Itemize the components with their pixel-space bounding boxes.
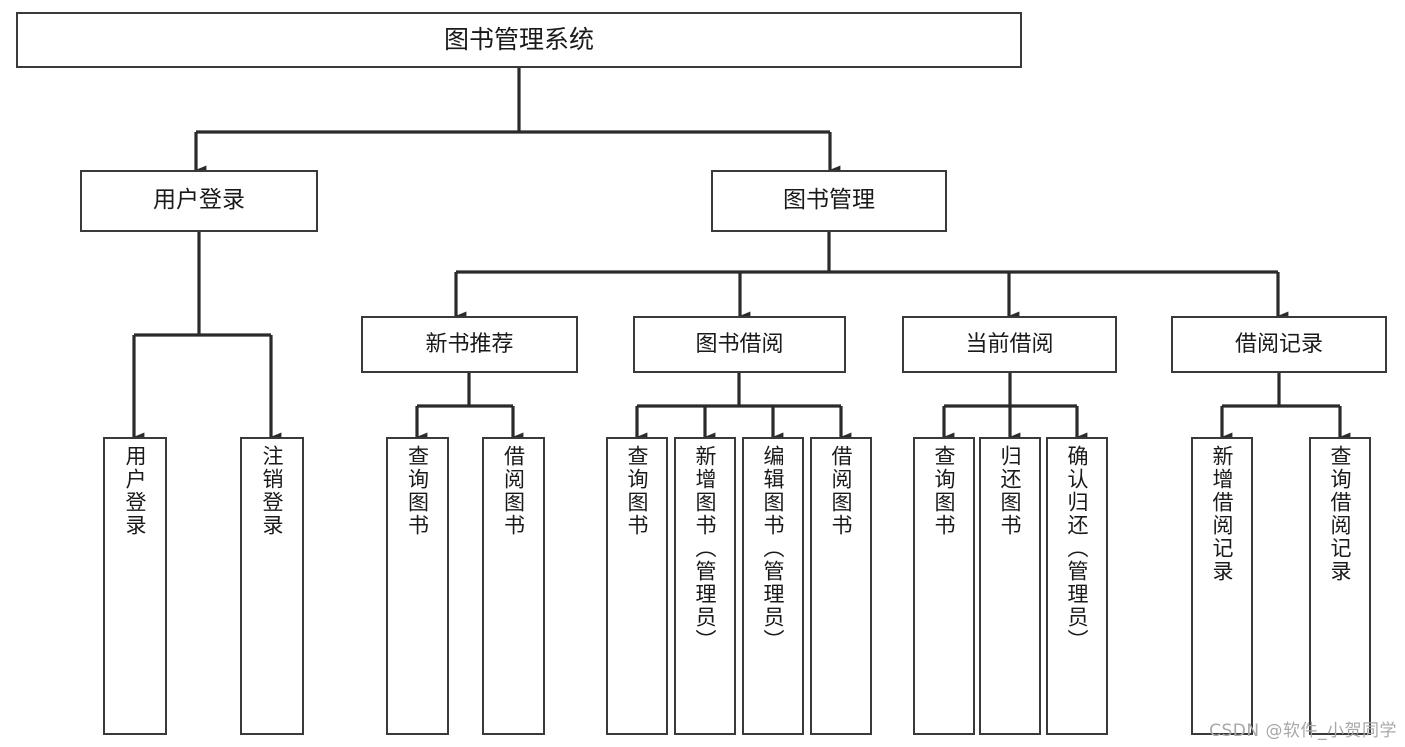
node-borrow-record[interactable]: 借阅记录 bbox=[1171, 316, 1387, 373]
node-leaf-query-book-2[interactable]: 查询图书 bbox=[606, 437, 668, 735]
node-leaf-confirm-return[interactable]: 确认归还（管理员） bbox=[1046, 437, 1108, 735]
node-user-login[interactable]: 用户登录 bbox=[80, 170, 318, 232]
node-leaf-borrow-book-2[interactable]: 借阅图书 bbox=[810, 437, 872, 735]
node-leaf-add-book-label: 新增图书（管理员） bbox=[693, 445, 718, 652]
node-leaf-add-record[interactable]: 新增借阅记录 bbox=[1191, 437, 1253, 735]
node-leaf-query-book-3-label: 查询图书 bbox=[932, 445, 957, 537]
node-leaf-query-book-2-label: 查询图书 bbox=[625, 445, 650, 537]
node-leaf-add-book[interactable]: 新增图书（管理员） bbox=[674, 437, 736, 735]
node-leaf-query-book-1-label: 查询图书 bbox=[405, 445, 430, 537]
node-leaf-query-book-3[interactable]: 查询图书 bbox=[913, 437, 975, 735]
node-leaf-confirm-return-label: 确认归还（管理员） bbox=[1065, 445, 1090, 652]
node-leaf-borrow-book-1[interactable]: 借阅图书 bbox=[482, 437, 545, 735]
node-book-borrow-label: 图书借阅 bbox=[695, 331, 784, 357]
node-root-label: 图书管理系统 bbox=[443, 25, 594, 55]
node-user-login-label: 用户登录 bbox=[153, 187, 245, 214]
node-leaf-query-book-1[interactable]: 查询图书 bbox=[386, 437, 449, 735]
node-leaf-query-record-label: 查询借阅记录 bbox=[1328, 445, 1353, 583]
node-root[interactable]: 图书管理系统 bbox=[16, 12, 1022, 68]
node-leaf-edit-book-label: 编辑图书（管理员） bbox=[761, 445, 786, 652]
node-leaf-edit-book[interactable]: 编辑图书（管理员） bbox=[742, 437, 804, 735]
node-new-book-recommendation[interactable]: 新书推荐 bbox=[361, 316, 578, 373]
node-leaf-borrow-book-2-label: 借阅图书 bbox=[829, 445, 854, 537]
node-leaf-user-login-label: 用户登录 bbox=[123, 445, 148, 537]
node-book-manage-label: 图书管理 bbox=[783, 187, 875, 214]
node-book-manage[interactable]: 图书管理 bbox=[711, 170, 947, 232]
node-leaf-return-book[interactable]: 归还图书 bbox=[979, 437, 1041, 735]
node-borrow-record-label: 借阅记录 bbox=[1234, 331, 1323, 357]
node-leaf-logout-label: 注销登录 bbox=[260, 445, 285, 537]
node-current-borrow[interactable]: 当前借阅 bbox=[902, 316, 1117, 373]
node-leaf-query-record[interactable]: 查询借阅记录 bbox=[1309, 437, 1371, 735]
watermark: CSDN @软件_小贺同学 bbox=[1209, 721, 1397, 741]
node-current-borrow-label: 当前借阅 bbox=[965, 331, 1054, 357]
node-book-borrow[interactable]: 图书借阅 bbox=[633, 316, 846, 373]
node-new-book-recommendation-label: 新书推荐 bbox=[425, 331, 514, 357]
node-leaf-add-record-label: 新增借阅记录 bbox=[1210, 445, 1235, 583]
node-leaf-logout[interactable]: 注销登录 bbox=[240, 437, 304, 735]
node-leaf-borrow-book-1-label: 借阅图书 bbox=[501, 445, 526, 537]
node-leaf-user-login[interactable]: 用户登录 bbox=[103, 437, 167, 735]
node-leaf-return-book-label: 归还图书 bbox=[998, 445, 1023, 537]
